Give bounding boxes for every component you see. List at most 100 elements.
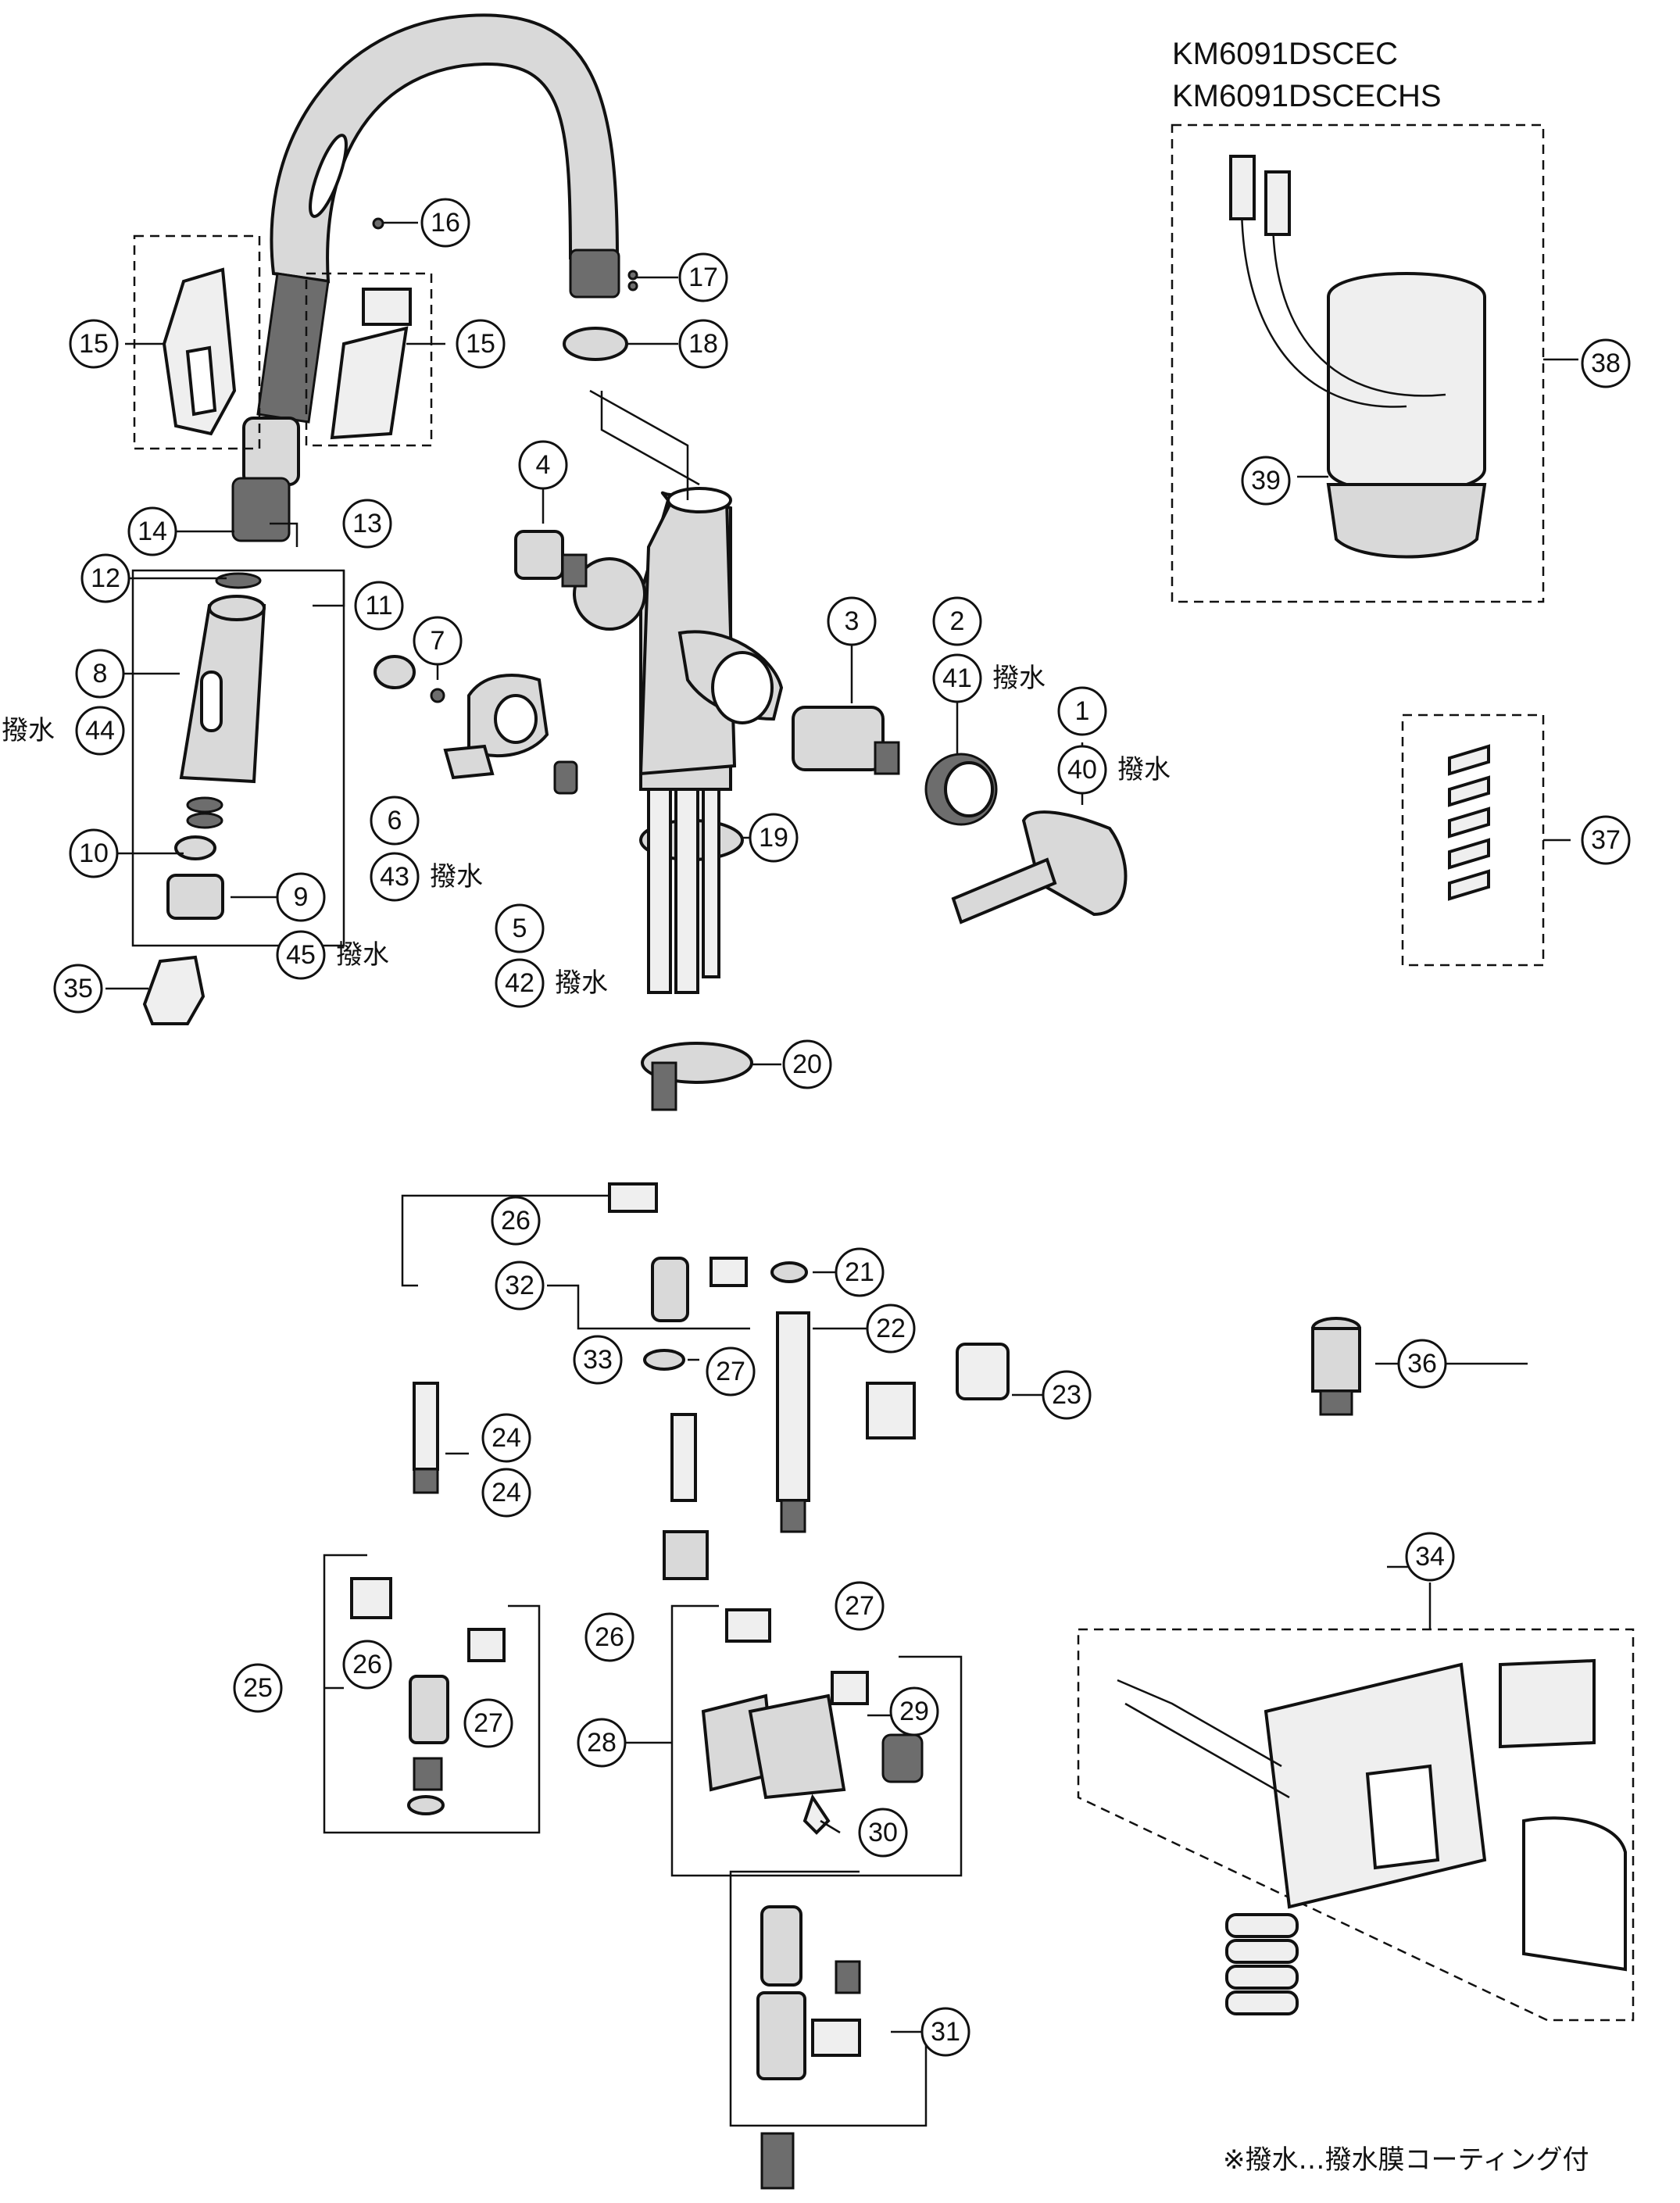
callout-35: 35 bbox=[53, 964, 103, 1014]
hose-guide-left-part bbox=[133, 234, 261, 450]
svg-text:1: 1 bbox=[1075, 696, 1090, 726]
callout-6: 6 bbox=[370, 796, 420, 846]
model-number-1: KM6091DSCEC bbox=[1172, 37, 1398, 71]
svg-text:3: 3 bbox=[845, 606, 860, 636]
callout-24-a: 24 bbox=[481, 1413, 531, 1463]
callout-25: 25 bbox=[233, 1663, 283, 1713]
svg-text:2: 2 bbox=[950, 606, 965, 636]
svg-text:6: 6 bbox=[388, 806, 402, 835]
svg-text:27: 27 bbox=[716, 1357, 745, 1386]
spray-head-part bbox=[131, 569, 345, 947]
screw-17b-part bbox=[627, 281, 638, 291]
callout-31: 31 bbox=[920, 2007, 970, 2057]
callout-43: 43 bbox=[370, 852, 420, 902]
callout-4: 4 bbox=[518, 440, 568, 490]
filter-box bbox=[1171, 123, 1545, 603]
lever-handle-left-part bbox=[374, 655, 578, 795]
cartridge-3-part bbox=[792, 706, 900, 775]
callout-24-b: 24 bbox=[481, 1468, 531, 1518]
callout-15-right: 15 bbox=[456, 319, 506, 369]
callout-36: 36 bbox=[1397, 1339, 1447, 1389]
svg-text:24: 24 bbox=[491, 1423, 521, 1453]
svg-text:35: 35 bbox=[63, 974, 93, 1003]
o-rings-part bbox=[166, 572, 262, 920]
filter-unit-part bbox=[1229, 155, 1487, 559]
svg-text:21: 21 bbox=[845, 1257, 874, 1287]
callout-22: 22 bbox=[866, 1304, 916, 1354]
water-repellent-label-42: 撥水 bbox=[555, 967, 608, 999]
svg-text:22: 22 bbox=[876, 1314, 906, 1343]
bottom-fitting-part bbox=[760, 2132, 795, 2190]
callout-34: 34 bbox=[1405, 1532, 1455, 1582]
callout-16: 16 bbox=[420, 198, 470, 248]
spout-part bbox=[270, 13, 620, 299]
svg-text:34: 34 bbox=[1415, 1542, 1445, 1572]
svg-text:42: 42 bbox=[505, 968, 534, 998]
nut-36-part bbox=[1311, 1317, 1361, 1416]
footnote: ※撥水…撥水膜コーティング付 bbox=[1223, 2144, 1589, 2176]
callout-15-left: 15 bbox=[69, 319, 119, 369]
callout-7: 7 bbox=[413, 616, 463, 666]
callout-11: 11 bbox=[354, 581, 404, 631]
box-25 bbox=[323, 1554, 541, 1834]
svg-text:36: 36 bbox=[1407, 1349, 1437, 1379]
callout-19: 19 bbox=[749, 813, 799, 863]
svg-text:45: 45 bbox=[286, 940, 316, 970]
callout-27-a: 27 bbox=[706, 1346, 756, 1397]
svg-text:16: 16 bbox=[431, 208, 460, 238]
svg-text:37: 37 bbox=[1591, 825, 1621, 855]
svg-text:15: 15 bbox=[466, 329, 495, 359]
callout-18: 18 bbox=[678, 319, 728, 369]
callout-33: 33 bbox=[573, 1335, 623, 1385]
svg-text:40: 40 bbox=[1067, 755, 1097, 785]
svg-text:27: 27 bbox=[474, 1708, 503, 1738]
callout-42: 42 bbox=[495, 958, 545, 1008]
svg-text:7: 7 bbox=[431, 626, 445, 656]
svg-text:4: 4 bbox=[536, 450, 551, 480]
svg-text:8: 8 bbox=[93, 659, 108, 688]
washer-33-part bbox=[643, 1349, 685, 1371]
svg-text:23: 23 bbox=[1052, 1380, 1081, 1410]
svg-text:27: 27 bbox=[845, 1591, 874, 1621]
callout-2: 2 bbox=[932, 596, 982, 646]
leader-lines bbox=[105, 221, 1578, 1834]
callout-17: 17 bbox=[678, 252, 728, 302]
svg-text:26: 26 bbox=[352, 1650, 382, 1679]
screw-16-part bbox=[372, 217, 384, 230]
svg-text:11: 11 bbox=[365, 591, 392, 620]
svg-text:30: 30 bbox=[868, 1818, 898, 1847]
svg-text:33: 33 bbox=[583, 1345, 613, 1375]
check-valve-32-part bbox=[608, 1182, 748, 1322]
hose-part bbox=[231, 272, 330, 542]
strainer-24-part bbox=[413, 1382, 439, 1494]
water-repellent-label-43: 撥水 bbox=[430, 861, 483, 892]
supply-hoses-part bbox=[647, 788, 720, 1111]
faucet-body-part bbox=[573, 487, 784, 791]
water-repellent-label-41: 撥水 bbox=[992, 663, 1046, 694]
callout-26-a: 26 bbox=[491, 1196, 541, 1246]
ring-2-part bbox=[924, 753, 998, 826]
svg-text:19: 19 bbox=[759, 823, 788, 853]
clip-23-part bbox=[866, 1343, 1010, 1439]
callout-10: 10 bbox=[69, 828, 119, 878]
callout-8: 8 bbox=[75, 649, 125, 699]
callout-27-b: 27 bbox=[463, 1698, 513, 1748]
control-box-outline bbox=[1077, 1628, 1635, 2022]
handle-1-part bbox=[951, 810, 1128, 924]
callout-40: 40 bbox=[1057, 745, 1107, 795]
valve-25-part bbox=[350, 1577, 506, 1815]
control-box-part bbox=[1117, 1658, 1627, 2015]
callout-27-c: 27 bbox=[835, 1581, 885, 1631]
wrench-tool-part bbox=[142, 955, 206, 1025]
svg-text:39: 39 bbox=[1251, 466, 1281, 495]
batteries-part bbox=[1225, 1913, 1299, 2015]
callout-28: 28 bbox=[577, 1718, 627, 1768]
callout-26-b: 26 bbox=[342, 1640, 392, 1690]
callout-39: 39 bbox=[1241, 456, 1291, 506]
svg-text:28: 28 bbox=[587, 1728, 617, 1758]
svg-text:10: 10 bbox=[79, 839, 109, 868]
svg-text:14: 14 bbox=[138, 517, 167, 546]
pipe-22-part bbox=[776, 1311, 810, 1533]
callout-41: 41 bbox=[932, 653, 982, 703]
